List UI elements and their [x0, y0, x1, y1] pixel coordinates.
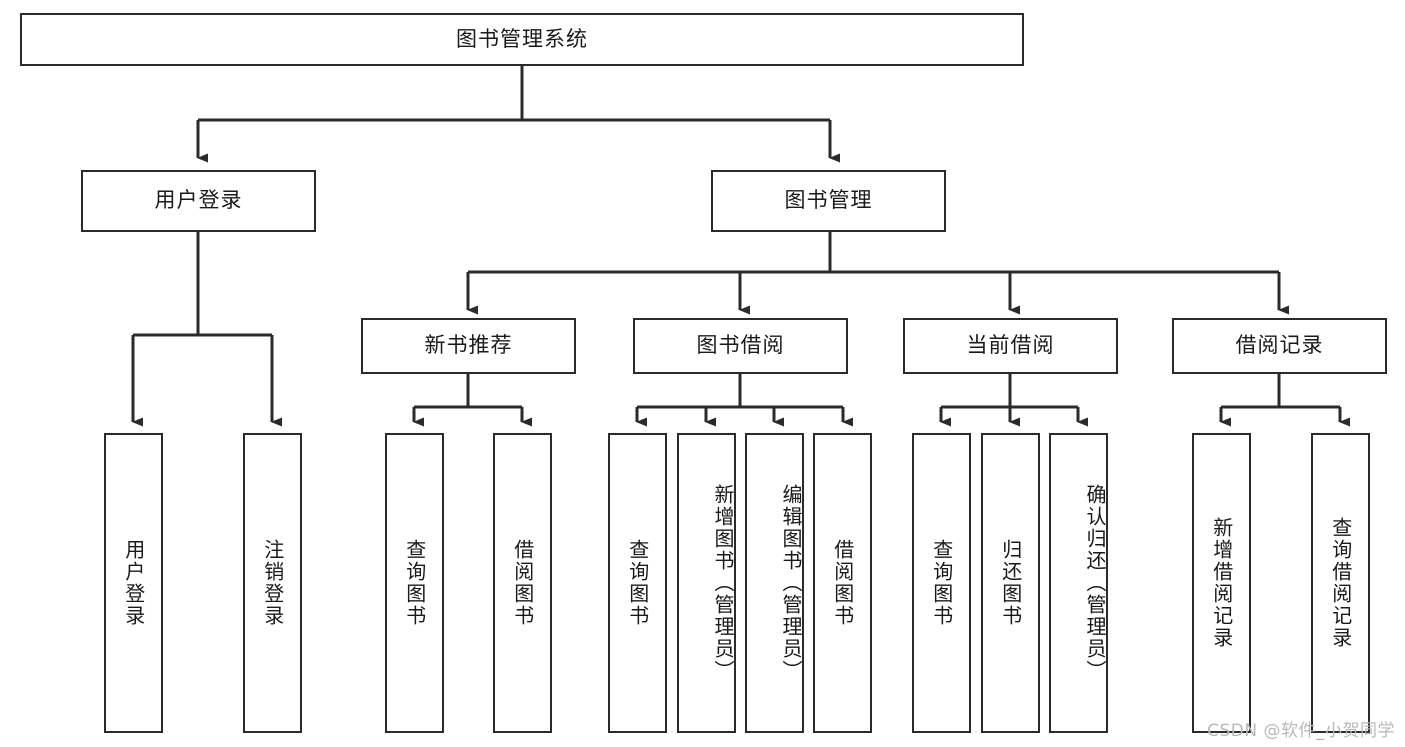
node-new-book-recommend-label: 新书推荐 — [424, 333, 513, 358]
leaf-user-login-login[interactable]: 用户登录 — [104, 433, 163, 733]
node-root-label: 图书管理系统 — [456, 26, 588, 51]
leaf-label: 注销登录 — [260, 539, 285, 627]
leaf-current-confirm-return[interactable]: 确认归还（管理员） — [1049, 433, 1108, 733]
leaf-current-query-book[interactable]: 查询图书 — [912, 433, 971, 733]
leaf-label: 借阅图书 — [830, 539, 855, 627]
leaf-borrow-borrow-book[interactable]: 借阅图书 — [813, 433, 872, 733]
node-new-book-recommend[interactable]: 新书推荐 — [361, 318, 576, 374]
node-root[interactable]: 图书管理系统 — [20, 13, 1024, 66]
leaf-current-return-book[interactable]: 归还图书 — [981, 433, 1040, 733]
leaf-label: 归还图书 — [998, 539, 1023, 627]
leaf-new-book-borrow[interactable]: 借阅图书 — [493, 433, 552, 733]
leaf-label: 查询图书 — [402, 539, 427, 627]
node-borrow-record[interactable]: 借阅记录 — [1172, 318, 1387, 374]
node-book-borrow[interactable]: 图书借阅 — [633, 318, 848, 374]
node-current-borrow-label: 当前借阅 — [966, 333, 1055, 358]
node-user-login-label: 用户登录 — [154, 188, 243, 213]
leaf-label: 新增借阅记录 — [1209, 517, 1234, 649]
node-book-borrow-label: 图书借阅 — [696, 333, 785, 358]
leaf-user-login-logout[interactable]: 注销登录 — [243, 433, 302, 733]
leaf-label: 用户登录 — [121, 539, 146, 627]
leaf-label: 查询图书 — [625, 539, 650, 627]
node-current-borrow[interactable]: 当前借阅 — [903, 318, 1118, 374]
csdn-watermark: CSDN @软件_小贺同学 — [1207, 721, 1395, 741]
leaf-new-book-query[interactable]: 查询图书 — [385, 433, 444, 733]
leaf-label: 查询借阅记录 — [1328, 517, 1353, 649]
node-user-login[interactable]: 用户登录 — [81, 170, 316, 232]
leaf-label: 查询图书 — [929, 539, 954, 627]
leaf-record-query[interactable]: 查询借阅记录 — [1311, 433, 1370, 733]
leaf-label: 借阅图书 — [510, 539, 535, 627]
node-borrow-record-label: 借阅记录 — [1235, 333, 1324, 358]
leaf-borrow-add-book[interactable]: 新增图书（管理员） — [677, 433, 736, 733]
leaf-borrow-query-book[interactable]: 查询图书 — [608, 433, 667, 733]
leaf-label: 确认归还（管理员） — [1083, 484, 1107, 682]
leaf-label: 新增图书（管理员） — [711, 484, 735, 682]
leaf-label: 编辑图书（管理员） — [779, 484, 803, 682]
node-book-management[interactable]: 图书管理 — [711, 170, 946, 232]
leaf-record-add[interactable]: 新增借阅记录 — [1192, 433, 1251, 733]
node-book-management-label: 图书管理 — [784, 188, 873, 213]
leaf-borrow-edit-book[interactable]: 编辑图书（管理员） — [745, 433, 804, 733]
